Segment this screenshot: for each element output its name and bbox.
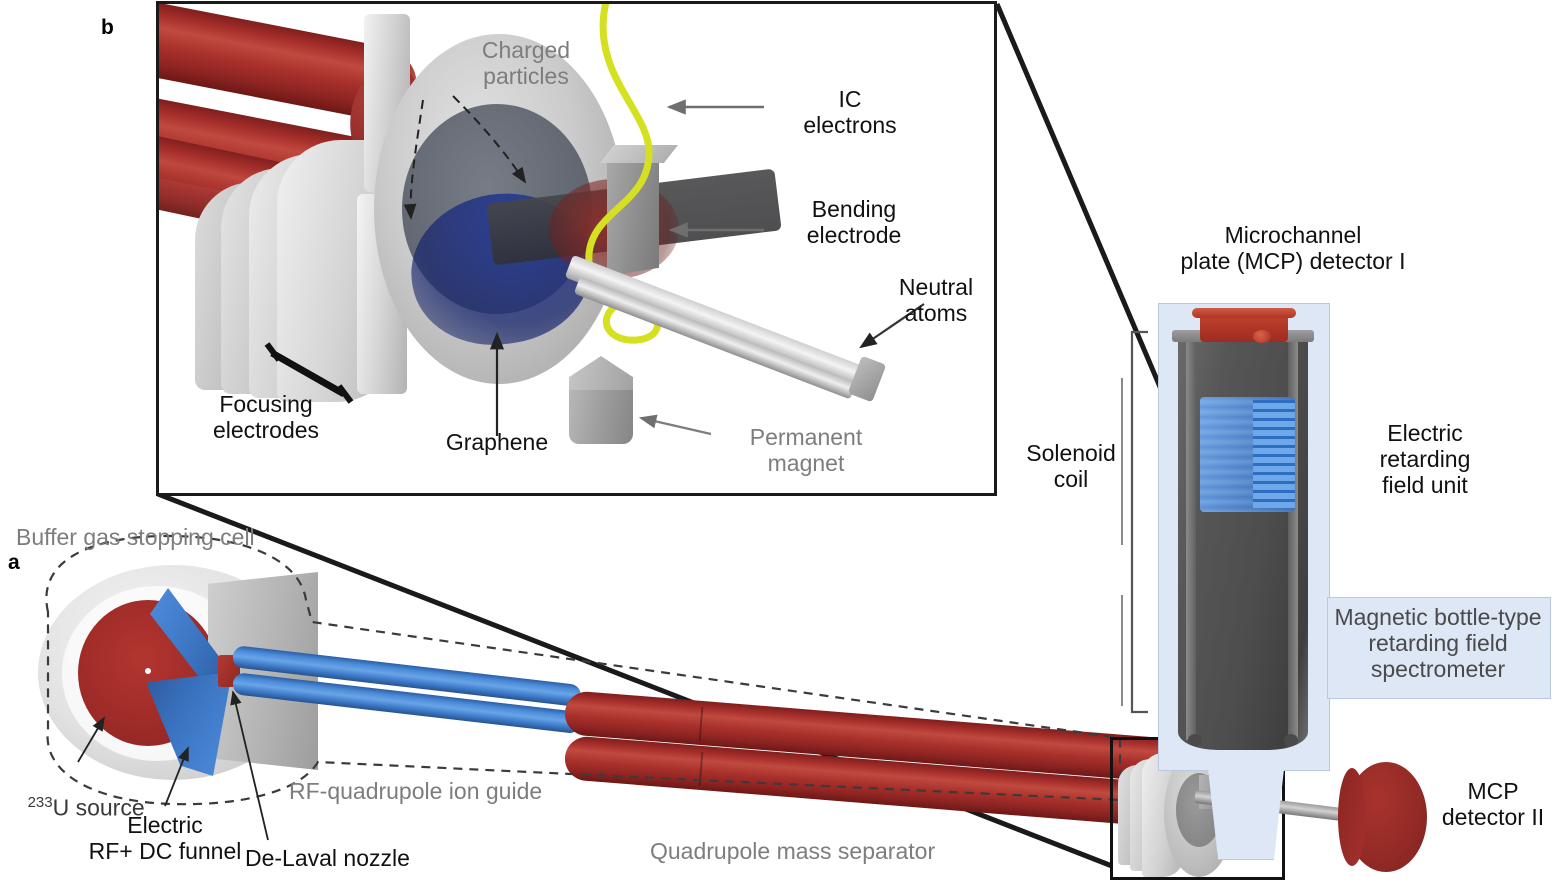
detector-column-inner-wall-left bbox=[1186, 336, 1196, 740]
label-buffer-gas-stopping-cell: Buffer gas stopping cell bbox=[16, 524, 255, 550]
u233-source-center-dot bbox=[145, 668, 151, 674]
label-graphene: Graphene bbox=[445, 429, 549, 455]
label-mcp-detector-ii: MCP detector II bbox=[1441, 778, 1545, 831]
label-ic-electrons: IC electrons bbox=[803, 86, 897, 139]
label-permanent-magnet: Permanent magnet bbox=[749, 424, 863, 477]
mcp-detector-ii-rim bbox=[1338, 768, 1366, 866]
label-bending-electrode: Bending electrode bbox=[806, 196, 902, 249]
magnetic-bottle-callout-box bbox=[1327, 597, 1551, 699]
panel-tag-a: a bbox=[8, 551, 20, 574]
label-magnetic-bottle-spectrometer: Magnetic bottle-type retarding field spe… bbox=[1334, 604, 1542, 683]
mcp-detector-i-cap-knob bbox=[1253, 330, 1271, 343]
detector-column-foot-right bbox=[1284, 734, 1298, 746]
panel-b-annotations bbox=[264, 95, 925, 436]
label-charged-particles: Charged particles bbox=[481, 37, 571, 90]
label-focusing-electrodes: Focusing electrodes bbox=[212, 391, 320, 444]
detector-column-inner-wall-right bbox=[1288, 336, 1298, 740]
mcp-detector-i-cap-rim bbox=[1192, 308, 1296, 318]
u233-superscript: 233 bbox=[27, 794, 53, 812]
label-electric-retarding-field-unit: Electric retarding field unit bbox=[1379, 420, 1471, 499]
label-electric-rf-dc-funnel: Electric RF+ DC funnel bbox=[88, 812, 242, 865]
label-u233-source: 233U source bbox=[2, 768, 145, 847]
spectrometer-housing-foot bbox=[1205, 742, 1287, 860]
u233-source-text: U source bbox=[52, 794, 145, 821]
label-mcp-detector-i: Microchannel plate (MCP) detector I bbox=[1180, 222, 1406, 275]
label-de-laval-nozzle: De-Laval nozzle bbox=[245, 845, 410, 871]
label-rf-quadrupole-ion-guide: RF-quadrupole ion guide bbox=[289, 778, 543, 804]
panel-tag-b: b bbox=[101, 16, 114, 39]
label-neutral-atoms: Neutral atoms bbox=[898, 274, 974, 327]
panel-b: Charged particles IC electrons Bending e… bbox=[156, 1, 997, 496]
electric-retarding-field-unit-electrodes bbox=[1253, 400, 1295, 508]
detector-column-foot-left bbox=[1188, 734, 1202, 746]
label-quadrupole-mass-separator: Quadrupole mass separator bbox=[650, 838, 936, 864]
label-solenoid-coil: Solenoid coil bbox=[1026, 440, 1116, 493]
